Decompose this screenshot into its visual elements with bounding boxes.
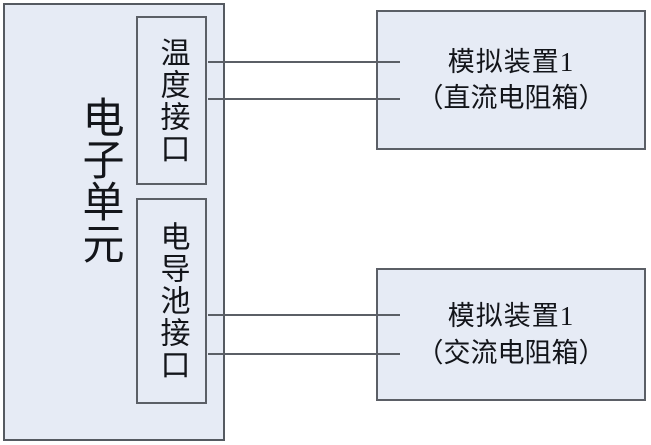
ac-resistance-box-text: 模拟装置1 （交流电阻箱）: [417, 298, 606, 371]
wire-temperature-to-dc-2: [208, 98, 400, 100]
dc-resistance-box: 模拟装置1 （直流电阻箱）: [376, 10, 646, 150]
conductivity-cell-interface-box: 电导池接口: [136, 198, 207, 404]
wire-temperature-to-dc-1: [208, 61, 400, 63]
conductivity-cell-interface-label-text: 电导池接口: [155, 221, 189, 381]
electronic-unit-label-text: 电子单元: [76, 96, 122, 264]
wire-conductivity-to-ac-1: [208, 314, 400, 316]
temperature-interface-label: 温度接口: [138, 18, 205, 183]
wire-conductivity-to-ac-2: [208, 353, 400, 355]
ac-resistance-box-title: 模拟装置1: [447, 301, 575, 332]
electronic-unit-label: 电子单元: [76, 96, 122, 275]
dc-resistance-box-text: 模拟装置1 （直流电阻箱）: [417, 44, 606, 117]
ac-resistance-box: 模拟装置1 （交流电阻箱）: [376, 268, 646, 401]
ac-resistance-box-subtitle: （交流电阻箱）: [416, 337, 606, 368]
dc-resistance-box-title: 模拟装置1: [447, 46, 575, 77]
conductivity-cell-interface-label: 电导池接口: [138, 200, 205, 402]
temperature-interface-label-text: 温度接口: [155, 36, 189, 165]
temperature-interface-box: 温度接口: [136, 16, 207, 185]
dc-resistance-box-subtitle: （直流电阻箱）: [416, 83, 606, 113]
